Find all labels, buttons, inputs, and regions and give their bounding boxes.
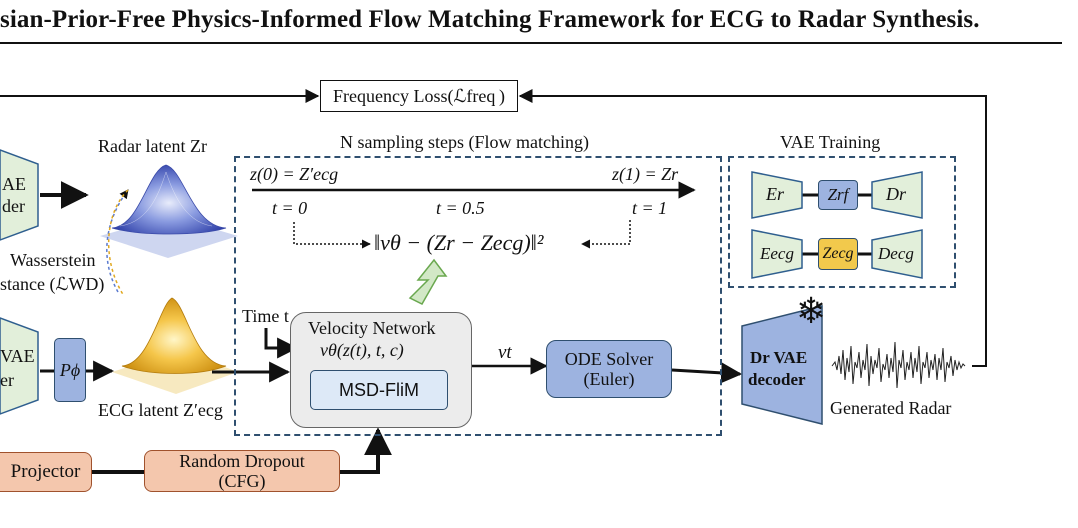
snowflake-icon: ❄ xyxy=(796,291,827,332)
vae-decg-label: Decg xyxy=(878,244,914,263)
frequency-loss-box: Frequency Loss(ℒfreq ) xyxy=(320,80,518,112)
t05-label: t = 0.5 xyxy=(436,198,485,218)
z1-label: z(1) = Ζr xyxy=(612,164,679,184)
decoder-shape xyxy=(741,305,823,425)
ode-solver-box: ODE Solver (Euler) xyxy=(546,340,672,398)
random-dropout-box: Random Dropout (CFG) xyxy=(144,450,340,492)
left-encoder-top-label-1: AE xyxy=(2,174,26,194)
time-t-label: Time t xyxy=(242,306,289,326)
p-phi-box: Pϕ xyxy=(54,338,86,402)
random-dropout-cfg: (CFG) xyxy=(218,471,266,491)
p-phi-label: Pϕ xyxy=(59,359,81,380)
vae-eecg-shape xyxy=(751,229,803,279)
wasserstein-label-2: stance (ℒWD) xyxy=(0,274,105,294)
frequency-loss-label: Frequency Loss(ℒfreq ) xyxy=(332,85,505,106)
msd-flim-box: MSD-FliM xyxy=(310,370,448,410)
generated-radar-label: Generated Radar xyxy=(830,398,952,418)
vae-eecg-label: Eecg xyxy=(760,244,794,263)
velocity-network-title: Velocity Network xyxy=(308,318,436,338)
ecg-latent-label: ECG latent Ζ′ecg xyxy=(98,400,223,420)
decoder-label-1: Dr VAE xyxy=(750,348,808,367)
t0-label: t = 0 xyxy=(272,198,308,218)
vae-zrf-label: Ζrf xyxy=(827,185,849,204)
z0-label: z(0) = Ζ′ecg xyxy=(250,164,339,184)
t1-label: t = 1 xyxy=(632,198,668,218)
wasserstein-label-1: Wasserstein xyxy=(10,250,96,270)
projector-box: Projector xyxy=(0,452,92,492)
vt-label: vt xyxy=(498,342,512,363)
t1-to-loss-arrow xyxy=(581,220,631,249)
dropout-to-velocity-arrow xyxy=(340,427,392,474)
radar-latent-plot xyxy=(100,164,238,258)
vae-dr-shape xyxy=(871,171,923,219)
wasserstein-arc-yellow xyxy=(108,189,129,297)
left-encoder-bottom-shape xyxy=(0,317,39,415)
velocity-network-equation: vθ(z(t), t, c) xyxy=(320,340,404,360)
vae-decg-shape xyxy=(871,229,923,279)
ecg-latent-plot xyxy=(112,297,238,394)
random-dropout-label: Random Dropout xyxy=(179,451,305,471)
generated-radar-waveform xyxy=(831,341,966,389)
vae-zecg-box: Ζecg xyxy=(818,238,858,270)
left-encoder-bottom-label-2: er xyxy=(0,370,14,390)
flow-matching-region xyxy=(234,156,722,436)
vae-dr-label: Dr xyxy=(886,184,907,204)
t0-to-loss-arrow xyxy=(293,222,371,249)
left-encoder-top-label-2: der xyxy=(2,196,25,216)
ode-solver-method: (Euler) xyxy=(583,369,635,389)
vae-er-label: Er xyxy=(766,184,784,204)
vae-training-region xyxy=(728,156,956,288)
freq-loss-right-line xyxy=(518,89,987,367)
radar-latent-label: Radar latent Ζr xyxy=(98,136,207,156)
vae-zecg-label: Ζecg xyxy=(822,245,854,262)
vae-er-shape xyxy=(751,171,803,219)
ode-to-decoder-arrow xyxy=(671,362,743,384)
left-encoder-bottom-label-1: VAE xyxy=(0,346,35,366)
time-t-arrow xyxy=(264,328,299,359)
green-block-arrow xyxy=(408,258,448,305)
ode-solver-label: ODE Solver xyxy=(564,349,654,369)
vae-training-header: VAE Training xyxy=(780,132,881,152)
page-title: sian-Prior-Free Physics-Informed Flow Ma… xyxy=(0,6,980,33)
flow-loss-equation: ‖vθ − (Ζr − Ζecg)‖² xyxy=(374,230,544,255)
left-encoder-top-shape xyxy=(0,149,39,241)
title-underline xyxy=(0,42,1062,44)
decoder-label-2: decoder xyxy=(748,370,806,389)
msd-flim-label: MSD-FliM xyxy=(339,379,419,400)
projector-label: Projector xyxy=(10,461,81,482)
vae-zrf-box: Ζrf xyxy=(818,180,858,210)
wasserstein-arc-blue xyxy=(106,189,129,293)
flow-matching-header: N sampling steps (Flow matching) xyxy=(340,132,589,152)
